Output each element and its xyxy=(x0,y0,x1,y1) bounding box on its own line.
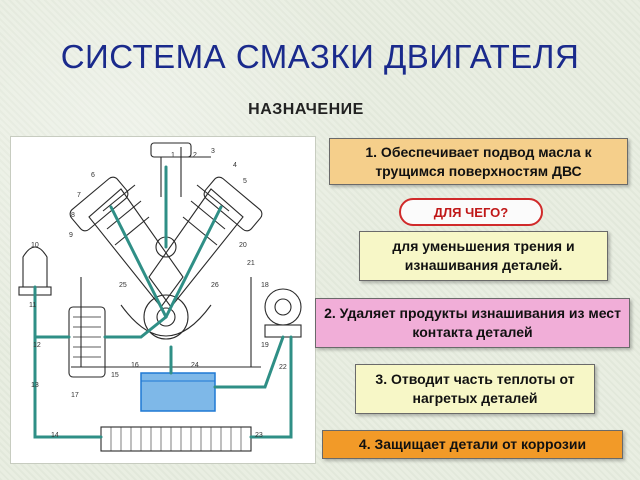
diagram-callout-number: 12 xyxy=(33,342,41,349)
slide-title: СИСТЕМА СМАЗКИ ДВИГАТЕЛЯ xyxy=(60,38,580,75)
diagram-callout-number: 17 xyxy=(71,392,79,399)
left-cylinder-bank xyxy=(88,188,184,308)
diagram-callout-number: 11 xyxy=(29,302,36,309)
oil-filter xyxy=(68,306,106,378)
oil-sump xyxy=(140,372,216,412)
oil-lines xyxy=(33,165,293,439)
question-badge: ДЛЯ ЧЕГО? xyxy=(399,198,543,226)
oil-pump-housing xyxy=(264,288,302,326)
function-box-oil-supply: 1. Обеспечивает подвод масла к трущимся … xyxy=(329,138,628,185)
diagram-callout-number: 13 xyxy=(31,382,39,389)
diagram-callout-number: 1 xyxy=(171,152,175,159)
function-box-corrosion: 4. Защищает детали от коррозии xyxy=(322,430,623,459)
diagram-callout-number: 8 xyxy=(71,212,75,219)
diagram-callout-number: 16 xyxy=(131,362,139,369)
oil-cooler xyxy=(100,426,252,452)
diagram-callout-number: 4 xyxy=(233,162,237,169)
diagram-callout-number: 23 xyxy=(255,432,263,439)
slide-subtitle: НАЗНАЧЕНИЕ xyxy=(248,101,364,118)
purpose-box-friction: для уменьшения трения и изнашивания дета… xyxy=(359,231,608,281)
diagram-callout-number: 24 xyxy=(191,362,199,369)
function-box-wear-removal: 2. Удаляет продукты изнашивания из мест … xyxy=(315,298,630,348)
diagram-callout-number: 5 xyxy=(243,178,247,185)
diagram-callout-number: 10 xyxy=(31,242,39,249)
diagram-callout-number: 3 xyxy=(211,148,215,155)
diagram-callout-number: 19 xyxy=(261,342,269,349)
diagram-callout-number: 21 xyxy=(247,260,255,267)
diagram-callout-number: 22 xyxy=(279,364,287,371)
right-cylinder-bank xyxy=(148,188,244,308)
diagram-callout-number: 20 xyxy=(239,242,247,249)
centrifugal-filter xyxy=(22,246,48,288)
diagram-callout-number: 26 xyxy=(211,282,219,289)
diagram-callout-number: 2 xyxy=(193,152,197,159)
diagram-callout-number: 15 xyxy=(111,372,119,379)
diagram-callout-number: 6 xyxy=(91,172,95,179)
diagram-callout-number: 7 xyxy=(77,192,81,199)
diagram-callout-number: 18 xyxy=(261,282,269,289)
diagram-callout-number: 14 xyxy=(51,432,59,439)
diagram-callout-number: 25 xyxy=(119,282,127,289)
function-box-heat-removal: 3. Отводит часть теплоты от нагретых дет… xyxy=(355,364,595,414)
diagram-callout-number: 9 xyxy=(69,232,73,239)
